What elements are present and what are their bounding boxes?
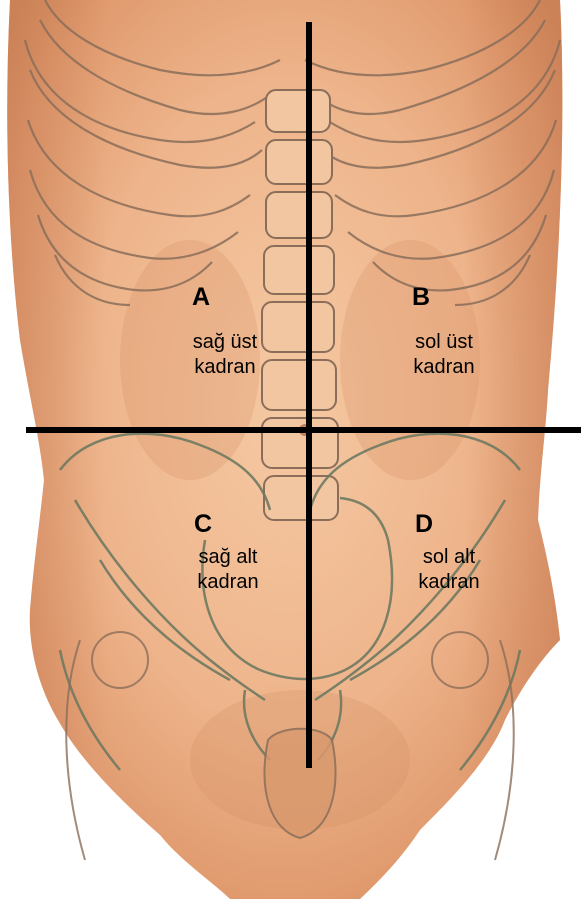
quadrant-c-name-line1: sağ alt <box>183 545 273 570</box>
quadrant-c-name-line2: kadran <box>183 570 273 595</box>
quadrant-b-name-line1: sol üst <box>396 330 492 355</box>
quadrant-a-name-line1: sağ üst <box>180 330 270 355</box>
quadrant-d-name: sol alt kadran <box>404 545 494 595</box>
quadrant-b-letter: B <box>412 285 430 310</box>
vertebral-column <box>262 90 338 520</box>
quadrant-c-letter: C <box>194 512 212 537</box>
quadrant-b-name-line2: kadran <box>396 355 492 380</box>
quadrant-a-name-line2: kadran <box>180 355 270 380</box>
quadrant-d-name-line1: sol alt <box>404 545 494 570</box>
quadrant-b-name: sol üst kadran <box>396 330 492 380</box>
quadrant-c-name: sağ alt kadran <box>183 545 273 595</box>
quadrant-d-name-line2: kadran <box>404 570 494 595</box>
quadrant-d-letter: D <box>415 512 433 537</box>
quadrant-a-name: sağ üst kadran <box>180 330 270 380</box>
quadrant-a-letter: A <box>192 285 210 310</box>
